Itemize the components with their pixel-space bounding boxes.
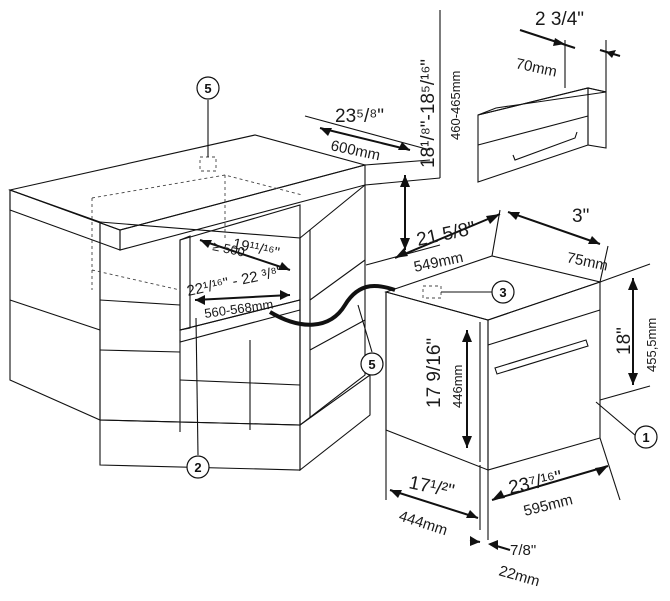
countertop-front-edge xyxy=(9,189,121,251)
warming-drawer-front xyxy=(477,40,607,183)
svg-text:5: 5 xyxy=(204,81,211,96)
front-offset-in: 7/8" xyxy=(510,542,536,559)
appliance-connection-marker xyxy=(422,285,442,299)
appliance-handle xyxy=(494,339,589,375)
niche-width-mm: 560-568mm xyxy=(203,296,274,321)
callout-4: 5 xyxy=(196,76,220,100)
svg-text:5: 5 xyxy=(368,357,375,372)
drawer-front-top xyxy=(477,87,607,116)
dimension-arrows xyxy=(319,29,638,551)
app-depth-in: 21 5/8" xyxy=(415,218,478,251)
svg-text:2: 2 xyxy=(194,460,201,475)
app-height-body-mm: 446mm xyxy=(450,365,465,408)
app-height-total-in: 18" xyxy=(614,327,635,355)
countertop-depth-in: 23⁵/⁸" xyxy=(335,106,384,127)
svg-text:3: 3 xyxy=(499,285,506,300)
app-depth-mm: 549mm xyxy=(412,249,464,276)
niche-depth-mm: ≥ 500 xyxy=(211,238,246,259)
niche-height-mm: 460-465mm xyxy=(448,71,463,140)
niche-width-in: 22¹/¹⁶" - 22 ³/⁸" xyxy=(185,263,284,300)
svg-text:1: 1 xyxy=(642,430,649,445)
app-height-total-mm: 455,5mm xyxy=(644,318,659,372)
app-side-depth-mm: 444mm xyxy=(397,508,450,540)
junction-box-marker xyxy=(199,156,217,172)
app-height-body-in: 17 9/16" xyxy=(424,338,445,408)
drawer-front-side xyxy=(587,87,607,149)
callout-2: 2 xyxy=(186,317,210,479)
callouts: 5 3 5 2 1 xyxy=(186,76,658,479)
cabinet-plinth-side xyxy=(299,373,371,472)
front-panel-mm: 75mm xyxy=(565,249,609,274)
countertop-top xyxy=(8,134,368,231)
front-offset-mm: 22mm xyxy=(497,563,542,591)
extension-lines xyxy=(304,10,651,540)
callout-5: 5 xyxy=(357,304,384,376)
front-panel-in: 3" xyxy=(572,206,589,227)
callout-1: 1 xyxy=(595,401,658,449)
niche-height-in: 18¹/⁸"-18⁵/¹⁶" xyxy=(418,59,439,168)
power-cable xyxy=(268,283,396,327)
appliance-front xyxy=(487,281,601,471)
app-width-mm: 595mm xyxy=(522,491,575,520)
callout-3: 3 xyxy=(491,280,515,304)
cabinet-niche-left xyxy=(179,235,191,331)
drawer-handle xyxy=(512,131,578,161)
niche-dimensions xyxy=(194,239,291,305)
drawer-depth-mm: 70mm xyxy=(514,55,558,80)
drawer-depth-in: 2 3/4" xyxy=(535,9,584,30)
